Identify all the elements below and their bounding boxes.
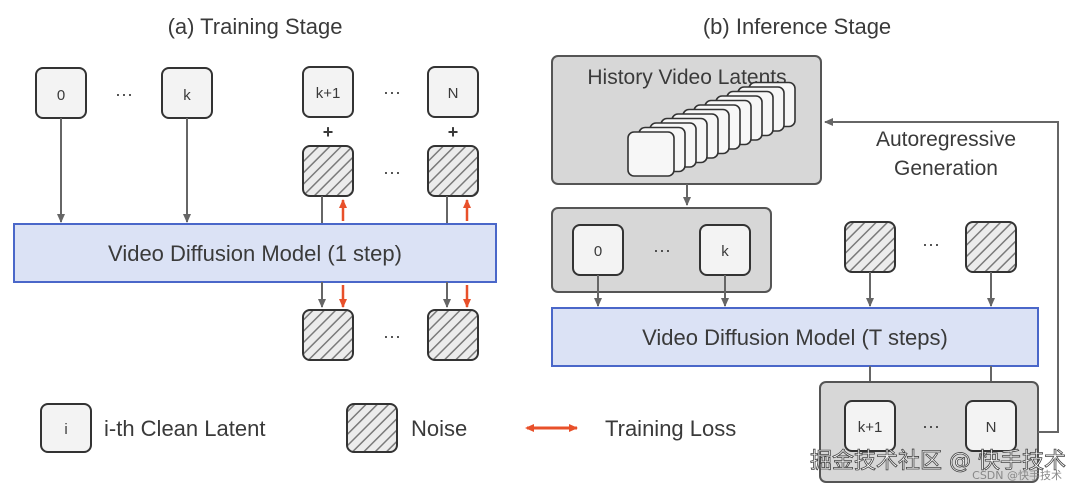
watermark-text: 掘金技术社区 @ 快手技术	[810, 449, 1066, 474]
legend-clean-label: i-th Clean Latent	[104, 416, 265, 441]
training-noise-dots-top: ···	[383, 162, 401, 182]
context-latent-k: k	[699, 224, 751, 276]
training-target-dots: ···	[383, 82, 401, 102]
training-noise-box-2	[427, 145, 479, 197]
training-noise-box-1	[302, 145, 354, 197]
training-clean-dots: ···	[115, 84, 133, 104]
autoregressive-loop-arrow	[824, 118, 1059, 433]
autoregressive-label-line2: Generation	[894, 157, 998, 180]
training-noise-dots-bottom: ···	[383, 326, 401, 346]
inference-noise-dots: ···	[922, 234, 940, 254]
training-output-noise-2	[427, 309, 479, 361]
inference-noise-box-1	[844, 221, 896, 273]
training-clean-latent-0: 0	[35, 67, 87, 119]
training-model-label: Video Diffusion Model (1 step)	[108, 241, 402, 266]
legend-clean-symbol: i	[64, 421, 67, 438]
legend-loss-label: Training Loss	[605, 416, 736, 441]
training-clean-latent-0-label: 0	[57, 87, 65, 104]
context-latent-k-label: k	[721, 243, 729, 260]
output-dots: ···	[922, 416, 940, 436]
training-target-latent-n: N	[427, 66, 479, 118]
inference-title: (b) Inference Stage	[703, 14, 891, 39]
training-clean-latent-k: k	[161, 67, 213, 119]
output-latent-n-label: N	[986, 419, 997, 436]
training-model-box	[13, 223, 497, 283]
legend-noise-box	[346, 403, 398, 453]
training-target-latent-k1: k+1	[302, 66, 354, 118]
training-target-latent-k1-label: k+1	[316, 85, 341, 102]
history-latent-frame	[627, 131, 675, 177]
training-output-noise-1	[302, 309, 354, 361]
inference-noise-box-2	[965, 221, 1017, 273]
history-label: History Video Latents	[587, 66, 786, 89]
legend-clean-latent: i	[40, 403, 92, 453]
history-latent-stack	[627, 81, 796, 177]
context-latent-0: 0	[572, 224, 624, 276]
output-latent-k1-label: k+1	[858, 419, 883, 436]
legend-noise-label: Noise	[411, 416, 467, 441]
training-target-latent-n-label: N	[448, 85, 459, 102]
autoregressive-label-line1: Autoregressive	[876, 128, 1016, 151]
training-plus-2: +	[448, 122, 459, 142]
context-dots: ···	[653, 240, 671, 260]
training-title: (a) Training Stage	[168, 14, 343, 39]
training-clean-latent-k-label: k	[183, 87, 191, 104]
output-latent-n: N	[965, 400, 1017, 452]
training-plus-1: +	[323, 122, 334, 142]
output-latent-k1: k+1	[844, 400, 896, 452]
context-latent-0-label: 0	[594, 243, 602, 260]
inference-model-box	[551, 307, 1039, 367]
inference-model-label: Video Diffusion Model (T steps)	[642, 325, 948, 350]
watermark-small-text: CSDN @快手技术	[972, 468, 1062, 482]
